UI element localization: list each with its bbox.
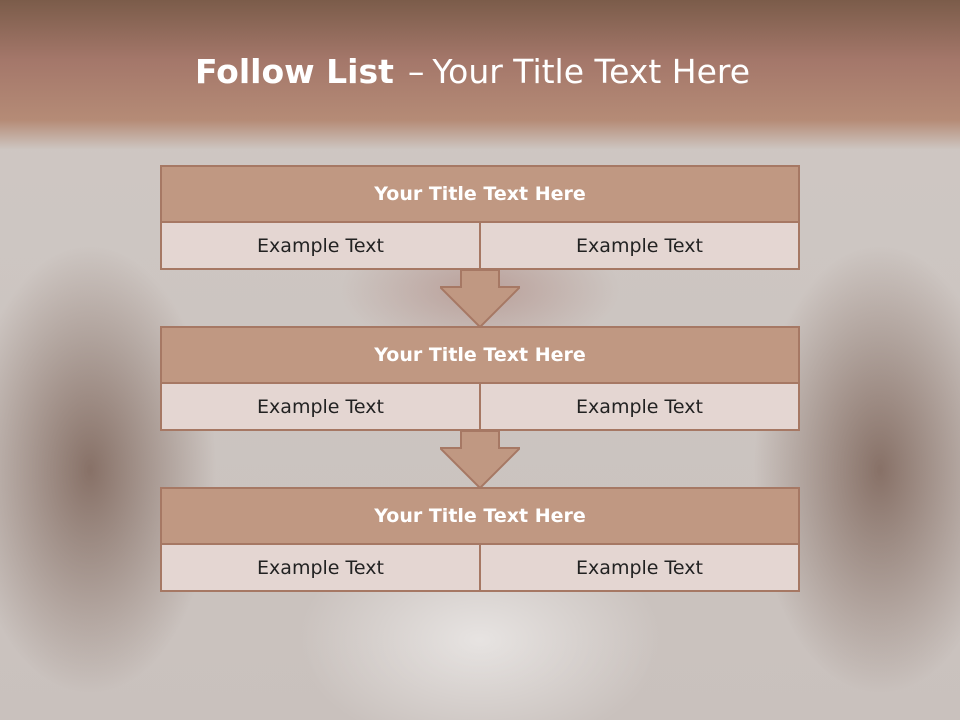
list-block-1: Your Title Text Here Example Text Exampl…	[160, 165, 800, 270]
block-row: Example Text Example Text	[160, 543, 800, 592]
block-title: Your Title Text Here	[160, 165, 800, 223]
slide-title-rest: Your Title Text Here	[432, 52, 751, 91]
slide-title-strong: Follow List	[194, 52, 394, 91]
block-cell-left: Example Text	[160, 543, 481, 592]
down-arrow-icon	[440, 431, 520, 489]
block-cell-left: Example Text	[160, 382, 481, 431]
block-cell-right: Example Text	[481, 221, 800, 270]
block-cell-right: Example Text	[481, 382, 800, 431]
block-cell-left: Example Text	[160, 221, 481, 270]
block-row: Example Text Example Text	[160, 221, 800, 270]
block-title: Your Title Text Here	[160, 487, 800, 545]
list-block-2: Your Title Text Here Example Text Exampl…	[160, 326, 800, 431]
block-cell-right: Example Text	[481, 543, 800, 592]
block-title: Your Title Text Here	[160, 326, 800, 384]
title-band	[0, 0, 960, 150]
down-arrow-icon	[440, 270, 520, 328]
slide-title-dash: –	[407, 52, 425, 91]
slide-title: Follow List–Your Title Text Here	[0, 52, 945, 91]
list-block-3: Your Title Text Here Example Text Exampl…	[160, 487, 800, 592]
block-row: Example Text Example Text	[160, 382, 800, 431]
